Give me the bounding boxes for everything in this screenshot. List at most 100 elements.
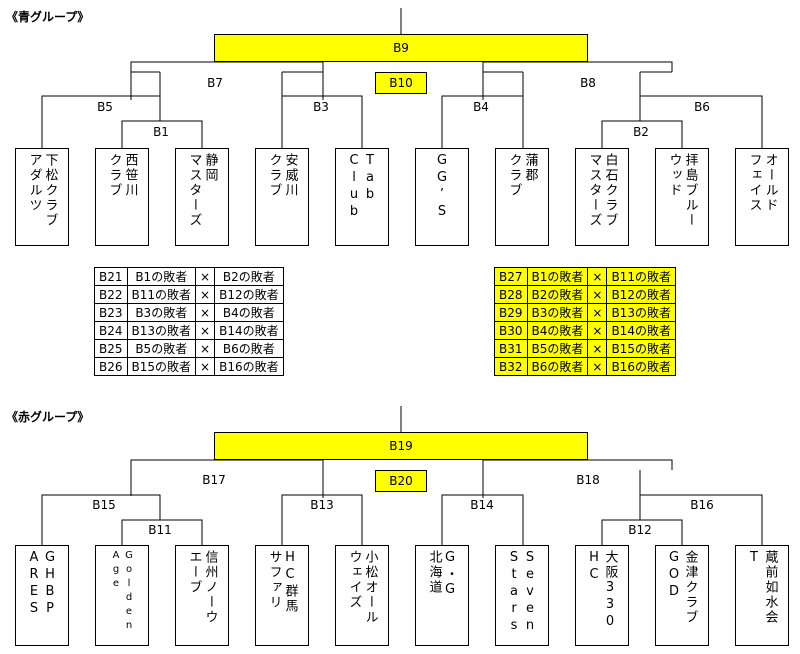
team-name-line: エーブ — [186, 550, 202, 595]
match-id-cell: B32 — [494, 357, 528, 376]
loser-b-cell: B11の敗者 — [606, 267, 676, 286]
match-id-cell: B25 — [94, 339, 128, 358]
versus-cell: × — [195, 339, 216, 358]
blue-team-10: オールド フェイス — [735, 148, 789, 246]
team-name-line: 拝島ブルー — [682, 153, 698, 228]
versus-cell: × — [587, 357, 608, 376]
red-team-9: 金津クラブ GOD — [655, 545, 709, 646]
loser-a-cell: B4の敗者 — [526, 321, 589, 340]
blue-team-8: 白石クラブ マスターズ — [575, 148, 629, 246]
loser-a-cell: B11の敗者 — [126, 285, 197, 304]
team-name-line: 安威川 — [282, 153, 298, 198]
match-id-cell: B22 — [94, 285, 128, 304]
blue-round-b4: B4 — [473, 100, 489, 114]
team-name-line: 下松クラブ — [42, 153, 58, 228]
team-name-line: フェイス — [746, 153, 762, 213]
red-team-3: 信州ノーウ エーブ — [175, 545, 229, 646]
consolation-table-left: B21 B1の敗者 × B2の敗者 B22 B11の敗者 × B12の敗者 B2… — [94, 267, 284, 376]
team-name-line: Stars — [506, 550, 522, 635]
blue-round-b2: B2 — [633, 125, 649, 139]
red-group-title: 《赤グループ》 — [6, 410, 90, 424]
table-row: B26 B15の敗者 × B16の敗者 — [94, 357, 284, 376]
red-team-6: G・G 北海道 — [415, 545, 469, 646]
blue-group-title: 《青グループ》 — [6, 10, 90, 24]
team-name-line: GG’S — [434, 153, 450, 221]
match-id-cell: B24 — [94, 321, 128, 340]
loser-a-cell: B13の敗者 — [126, 321, 197, 340]
loser-a-cell: B15の敗者 — [126, 357, 197, 376]
team-name-line: 大阪330 — [602, 550, 618, 631]
team-name-line: 信州ノーウ — [202, 550, 218, 625]
table-row: B28 B2の敗者 × B12の敗者 — [494, 285, 676, 304]
loser-b-cell: B16の敗者 — [214, 357, 284, 376]
match-id-cell: B27 — [494, 267, 528, 286]
team-name-line: オールド — [762, 153, 778, 213]
table-row: B27 B1の敗者 × B11の敗者 — [494, 267, 676, 286]
team-name-line: サファリ — [266, 550, 282, 610]
versus-cell: × — [587, 267, 608, 286]
versus-cell: × — [195, 357, 216, 376]
team-name-line: HC — [586, 550, 602, 584]
team-name-line: ARES — [26, 550, 42, 618]
red-team-1: GHBP ARES — [15, 545, 69, 646]
team-name-line: アダルツ — [26, 153, 42, 213]
versus-cell: × — [195, 321, 216, 340]
team-name-line: HC群馬 — [282, 550, 298, 614]
team-name-line: 小松オール — [362, 550, 378, 625]
table-row: B29 B3の敗者 × B13の敗者 — [494, 303, 676, 322]
team-name-line: ウェイズ — [346, 550, 362, 610]
red-team-4: HC群馬 サファリ — [255, 545, 309, 646]
loser-a-cell: B6の敗者 — [526, 357, 589, 376]
loser-a-cell: B5の敗者 — [126, 339, 197, 358]
red-final-match: B19 — [214, 432, 588, 460]
blue-team-2: 西笹川 クラブ — [95, 148, 149, 246]
blue-round-b6: B6 — [694, 100, 710, 114]
match-id-cell: B26 — [94, 357, 128, 376]
loser-a-cell: B3の敗者 — [126, 303, 197, 322]
table-row: B24 B13の敗者 × B14の敗者 — [94, 321, 284, 340]
loser-a-cell: B2の敗者 — [526, 285, 589, 304]
team-name-line: 北海道 — [426, 550, 442, 595]
loser-a-cell: B5の敗者 — [526, 339, 589, 358]
team-name-line: マスターズ — [186, 153, 202, 228]
red-round-b17: B17 — [202, 473, 226, 487]
match-id-cell: B31 — [494, 339, 528, 358]
red-round-b13: B13 — [310, 498, 334, 512]
loser-a-cell: B3の敗者 — [526, 303, 589, 322]
table-row: B23 B3の敗者 × B4の敗者 — [94, 303, 284, 322]
team-name-line: マスターズ — [586, 153, 602, 228]
team-name-line: クラブ — [266, 153, 282, 198]
loser-b-cell: B14の敗者 — [214, 321, 284, 340]
team-name-line: Age — [110, 550, 122, 592]
team-name-line: GHBP — [42, 550, 58, 618]
blue-round-b1: B1 — [153, 125, 169, 139]
loser-b-cell: B13の敗者 — [606, 303, 676, 322]
team-name-line: 白石クラブ — [602, 153, 618, 228]
team-name-line: Seven — [522, 550, 538, 635]
blue-team-9: 拝島ブルー ウッド — [655, 148, 709, 246]
red-round-b11: B11 — [148, 523, 172, 537]
loser-b-cell: B2の敗者 — [214, 267, 284, 286]
team-name-line: 静岡 — [202, 153, 218, 183]
blue-team-1: 下松クラブ アダルツ — [15, 148, 69, 246]
red-team-8: 大阪330 HC — [575, 545, 629, 646]
red-round-b18: B18 — [576, 473, 600, 487]
table-row: B30 B4の敗者 × B14の敗者 — [494, 321, 676, 340]
loser-b-cell: B12の敗者 — [606, 285, 676, 304]
table-row: B31 B5の敗者 × B15の敗者 — [494, 339, 676, 358]
blue-team-3: 静岡 マスターズ — [175, 148, 229, 246]
versus-cell: × — [195, 285, 216, 304]
red-round-b14: B14 — [470, 498, 494, 512]
loser-b-cell: B4の敗者 — [214, 303, 284, 322]
loser-b-cell: B16の敗者 — [606, 357, 676, 376]
loser-b-cell: B14の敗者 — [606, 321, 676, 340]
versus-cell: × — [587, 321, 608, 340]
blue-team-5: Tab Club — [335, 148, 389, 246]
team-name-line: GOD — [666, 550, 682, 601]
red-team-5: 小松オール ウェイズ — [335, 545, 389, 646]
team-name-line: Tab — [362, 153, 378, 204]
blue-round-b5: B5 — [97, 100, 113, 114]
blue-team-7: 蒲郡 クラブ — [495, 148, 549, 246]
consolation-table-right: B27 B1の敗者 × B11の敗者 B28 B2の敗者 × B12の敗者 B2… — [494, 267, 676, 376]
